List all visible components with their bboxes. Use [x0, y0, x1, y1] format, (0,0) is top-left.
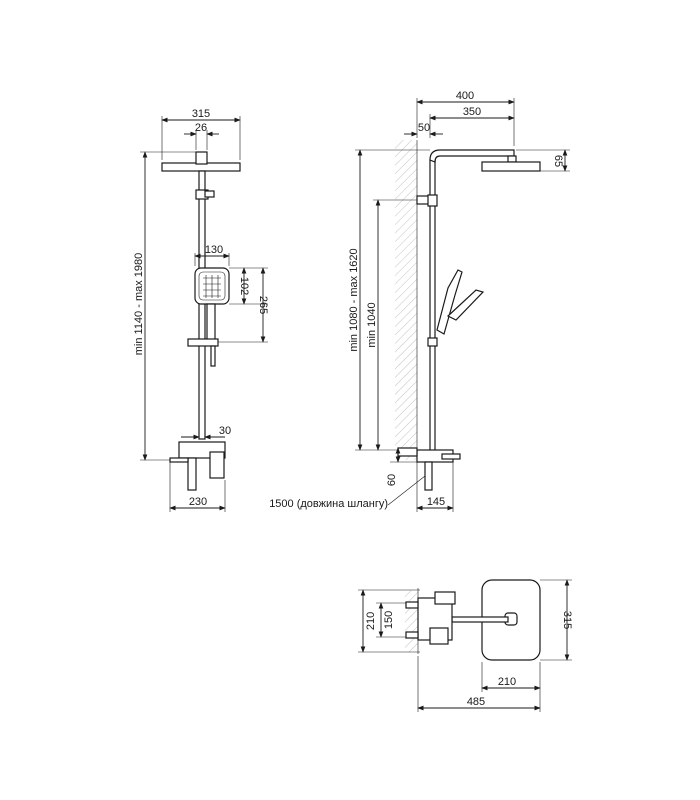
- front-wall-bracket: [204, 190, 215, 198]
- top-dim-210-left: 210: [365, 612, 377, 630]
- side-shower-arm: [429, 149, 515, 163]
- top-column-base: [429, 627, 449, 645]
- front-slide-holder: [187, 338, 219, 347]
- side-dim-50: 50: [418, 122, 430, 134]
- top-view: 210 150 315 210 485: [358, 579, 573, 712]
- front-mixer-spout: [187, 457, 197, 491]
- front-dim-height: min 1140 - max 1980: [133, 253, 145, 356]
- side-hand-shower-face: [446, 289, 485, 321]
- side-rain-shower-head: [481, 161, 541, 172]
- side-wall-hatch: [395, 140, 417, 460]
- top-dim-315: 315: [561, 611, 573, 629]
- side-slide-holder: [427, 337, 438, 347]
- side-dim-height-outer: min 1080 - max 1620: [348, 248, 360, 351]
- front-hand-shower-handle: [206, 303, 216, 343]
- side-column-clamp: [427, 194, 438, 207]
- side-dim-60: 60: [386, 474, 398, 486]
- side-mixer-spout: [424, 461, 433, 491]
- side-hose-note: 1500 (довжина шлангу): [269, 498, 388, 510]
- top-shower-arm: [451, 616, 509, 623]
- front-mixer-lever: [209, 451, 225, 479]
- top-wall-hatch: [405, 590, 418, 652]
- side-mixer-lever: [441, 453, 461, 460]
- side-hand-shower: [436, 269, 463, 335]
- top-dim-150: 150: [383, 611, 395, 629]
- side-head-connector: [507, 155, 517, 163]
- top-mixer-lever: [434, 591, 456, 605]
- top-spout-lower: [405, 631, 419, 639]
- side-inlet-pipe: [397, 447, 418, 457]
- front-view: 315 26 130 102 265 min 1140 - max 1980 3…: [133, 108, 269, 512]
- front-hand-shower-nozzles: [198, 271, 226, 301]
- front-dim-102: 102: [238, 277, 250, 295]
- front-mixer-base: [169, 457, 189, 463]
- side-dim-350: 350: [463, 106, 481, 118]
- side-view: 400 350 50 65 min 1080 - max 1620 min 10…: [269, 90, 570, 512]
- front-dim-265: 265: [257, 296, 269, 314]
- front-dim-130: 130: [205, 244, 223, 256]
- front-head-connector: [195, 151, 208, 165]
- side-dim-65: 65: [552, 155, 564, 167]
- front-dim-30: 30: [219, 425, 231, 437]
- side-dim-400: 400: [456, 90, 474, 102]
- front-dim-230: 230: [189, 496, 207, 508]
- front-dim-315: 315: [192, 108, 210, 120]
- front-shower-column: [198, 170, 206, 440]
- top-dim-210-bottom: 210: [498, 676, 516, 688]
- top-dim-485: 485: [467, 696, 485, 708]
- side-dim-145: 145: [427, 496, 445, 508]
- front-hose-pipe: [210, 345, 216, 367]
- top-spout-upper: [405, 601, 419, 609]
- side-dim-height-inner: min 1040: [366, 302, 378, 347]
- front-dim-26: 26: [195, 122, 207, 134]
